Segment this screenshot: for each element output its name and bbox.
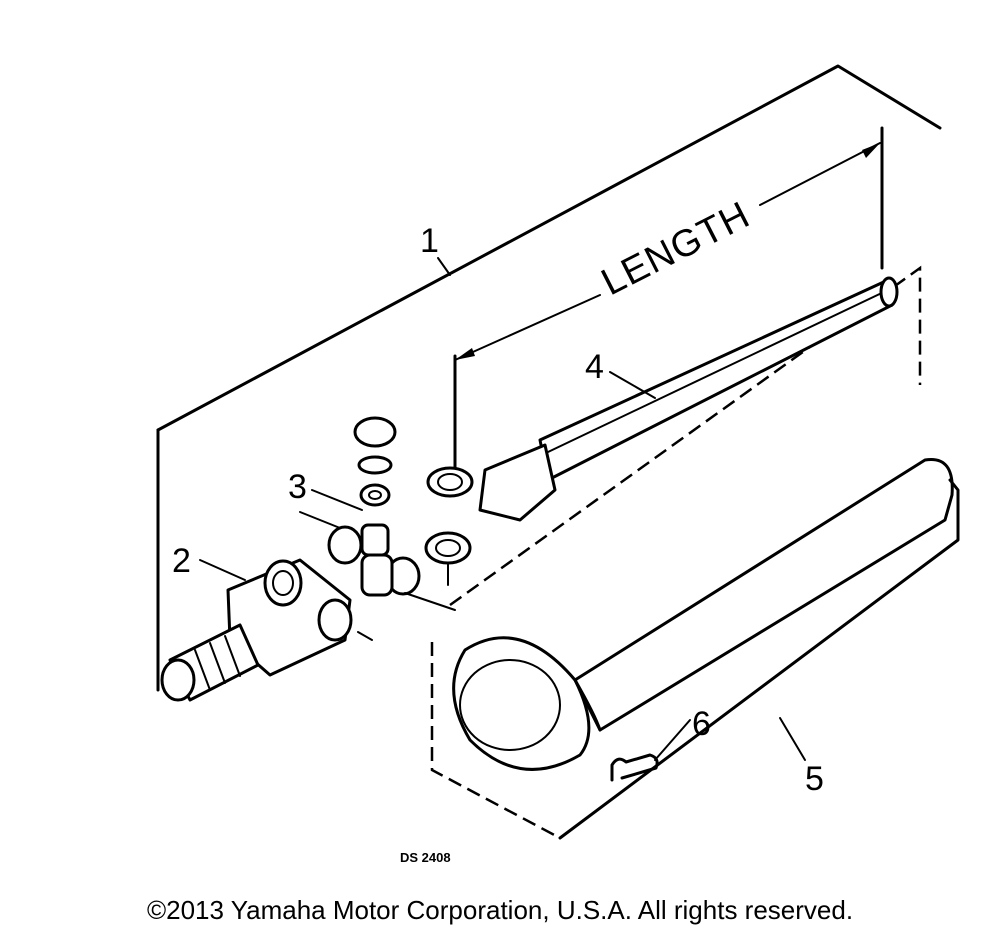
- copyright-notice: ©2013 Yamaha Motor Corporation, U.S.A. A…: [146, 895, 854, 925]
- boot-clip: [610, 719, 691, 782]
- callouts: 1 2 3 4 5 6: [172, 222, 824, 798]
- spline-yoke: [160, 558, 373, 702]
- callout-5: 5: [805, 760, 824, 798]
- drawing-code: DS 2408: [400, 850, 451, 865]
- callout-3: 3: [288, 468, 307, 506]
- callout-6: 6: [692, 705, 711, 743]
- assembly-bracket: [156, 64, 942, 692]
- shaft-boot: [430, 457, 960, 840]
- universal-joint-cross: [299, 416, 456, 611]
- callout-4: 4: [585, 348, 604, 386]
- length-label: LENGTH: [595, 194, 757, 304]
- callout-1: 1: [420, 222, 439, 260]
- callout-2: 2: [172, 542, 191, 580]
- shaft-yoke: [424, 265, 922, 607]
